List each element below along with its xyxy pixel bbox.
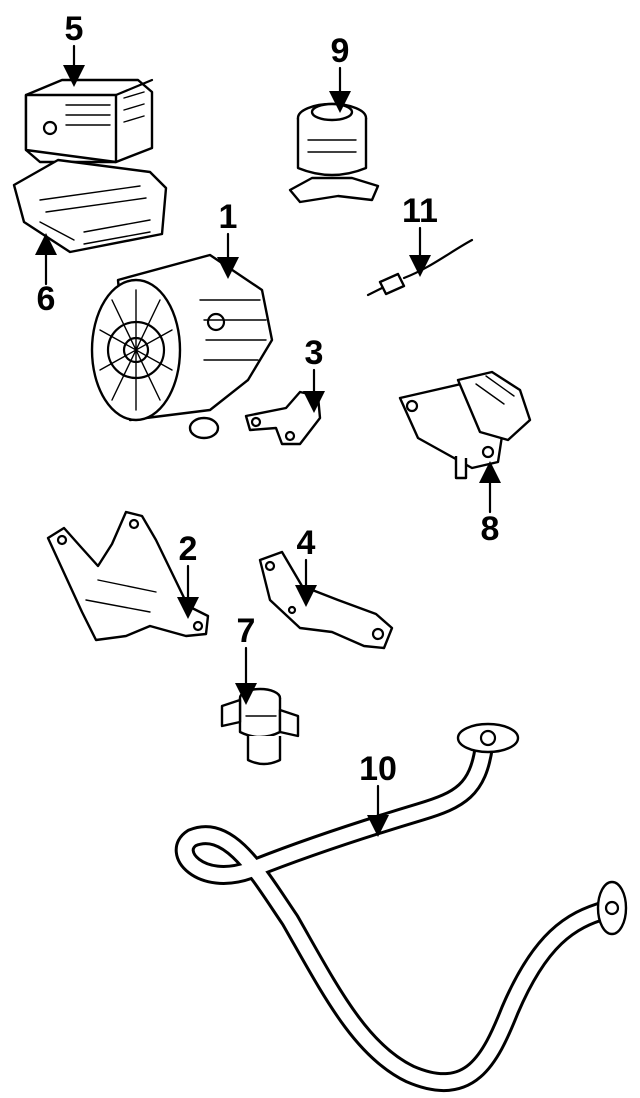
callout-2: 2 xyxy=(179,530,198,568)
part-5-control-module[interactable] xyxy=(24,78,154,164)
callout-8: 8 xyxy=(481,510,500,548)
callout-9: 9 xyxy=(331,32,350,70)
part-9-egr-valve[interactable] xyxy=(288,102,380,204)
callout-5: 5 xyxy=(65,10,84,48)
callout-1: 1 xyxy=(219,198,238,236)
part-1-air-pump[interactable] xyxy=(90,253,274,440)
part-3-bracket[interactable] xyxy=(244,390,322,446)
part-8-check-valve[interactable] xyxy=(398,370,532,480)
leader-lines xyxy=(35,44,501,837)
part-6-module-bracket[interactable] xyxy=(12,158,168,254)
callout-numbers: 5 6 9 11 1 3 8 2 4 7 10 xyxy=(37,10,500,788)
callout-11: 11 xyxy=(402,192,438,230)
part-10-air-pipe[interactable] xyxy=(174,722,628,1093)
part-4-brace[interactable] xyxy=(258,550,394,650)
callout-10: 10 xyxy=(359,750,397,788)
part-2-pump-bracket[interactable] xyxy=(46,510,210,642)
callout-4: 4 xyxy=(297,524,316,562)
callout-3: 3 xyxy=(305,334,324,372)
callout-6: 6 xyxy=(37,280,56,318)
part-7-diverter-valve[interactable] xyxy=(220,687,300,766)
callout-7: 7 xyxy=(237,612,256,650)
